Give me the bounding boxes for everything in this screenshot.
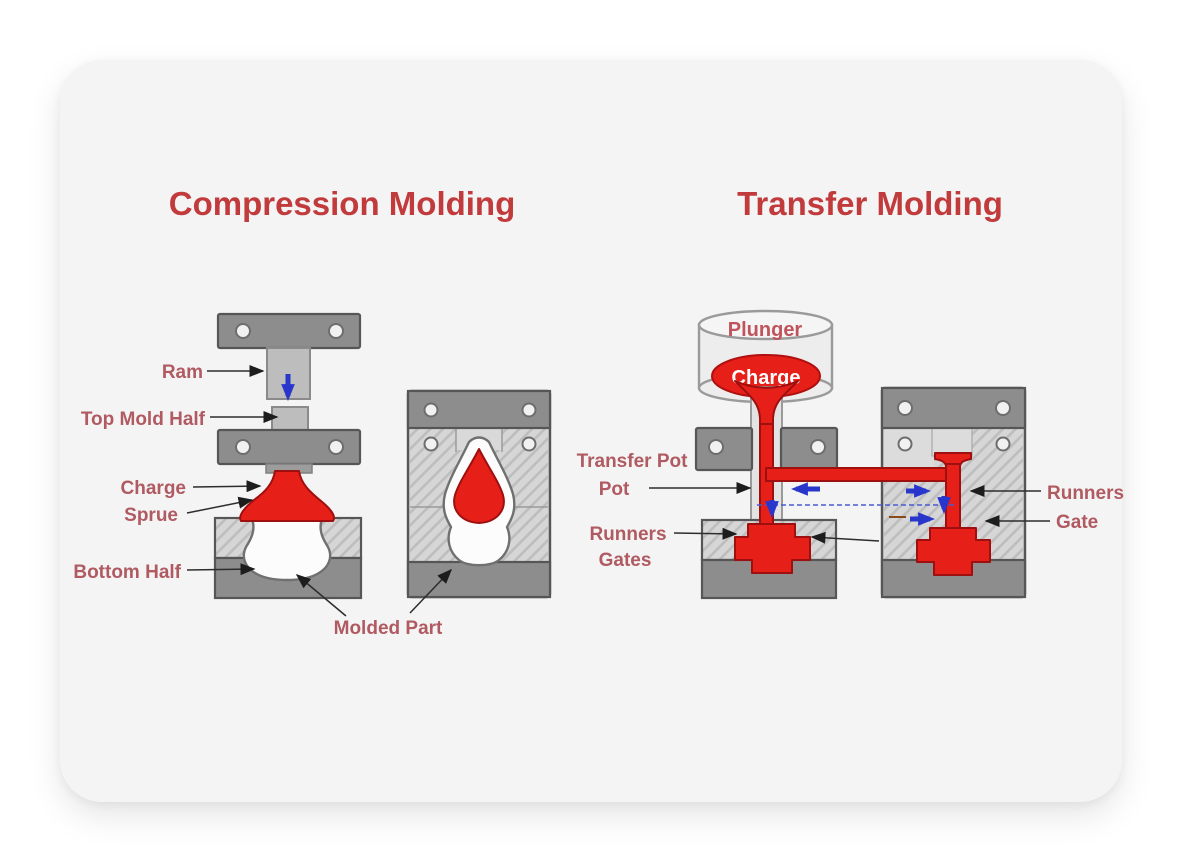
sprue-funnel xyxy=(734,380,799,431)
bolt-hole xyxy=(897,436,913,452)
molded-part-label: Molded Part xyxy=(334,618,443,639)
bolt-hole xyxy=(995,400,1011,416)
charge-label: Charge xyxy=(121,478,186,499)
bolt-hole xyxy=(235,323,251,339)
transfer-diagram: Plunger Charge xyxy=(577,309,1124,600)
runner-t-stem xyxy=(945,463,961,533)
charge-label-arrow xyxy=(192,480,262,493)
molded-part-arrow-left xyxy=(295,574,347,617)
closed-mold-block xyxy=(406,389,552,599)
runners-right-label: Runners xyxy=(1047,483,1124,504)
gates-left-label: Gates xyxy=(599,550,652,571)
transfer-platen-left xyxy=(694,426,754,472)
right-mold-notch xyxy=(931,427,973,457)
sprue-label: Sprue xyxy=(124,505,178,526)
ram-label: Ram xyxy=(162,362,203,383)
transfer-pot-label: Transfer Pot xyxy=(577,451,689,472)
charge-label-transfer: Charge xyxy=(732,367,801,389)
bolt-hole xyxy=(235,439,251,455)
bolt-hole xyxy=(995,436,1011,452)
bolt-hole xyxy=(810,439,826,455)
bolt-hole xyxy=(521,436,537,452)
transfer-platen-right xyxy=(779,426,839,472)
runners-left-arrow xyxy=(673,527,738,540)
gates-left-arrow xyxy=(810,531,880,544)
transfer-title: Transfer Molding xyxy=(737,185,1003,222)
bolt-hole xyxy=(423,436,439,452)
pot-label: Pot xyxy=(599,479,630,500)
compression-diagram: Ram Top Mold Half Charge Sprue Bottom Ha… xyxy=(73,312,552,639)
pot-cylinder-top xyxy=(697,309,834,341)
molded-part-arrow-right xyxy=(409,568,453,614)
mold-cavity xyxy=(242,517,332,582)
bolt-hole xyxy=(521,402,537,418)
bolt-hole xyxy=(423,402,439,418)
runners-left-label: Runners xyxy=(589,524,666,545)
bottom-mold-block xyxy=(213,516,363,600)
molded-part-shape xyxy=(453,448,505,524)
charge-shape xyxy=(239,470,335,522)
bolt-hole xyxy=(328,439,344,455)
bottom-half-label: Bottom Half xyxy=(73,562,181,583)
bolt-hole xyxy=(708,439,724,455)
bottom-half-label-arrow xyxy=(186,563,256,576)
gate-right-label: Gate xyxy=(1056,512,1098,533)
top-mold-half-label: Top Mold Half xyxy=(81,409,206,430)
sprue-label-arrow xyxy=(186,496,254,514)
plunger-label: Plunger xyxy=(728,319,803,341)
compression-title: Compression Molding xyxy=(169,185,516,222)
bolt-hole xyxy=(897,400,913,416)
runner-horizontal xyxy=(765,467,949,482)
bolt-hole xyxy=(328,323,344,339)
molded-part-right-cavity xyxy=(916,527,991,576)
top-mold-half-shape xyxy=(271,406,309,431)
